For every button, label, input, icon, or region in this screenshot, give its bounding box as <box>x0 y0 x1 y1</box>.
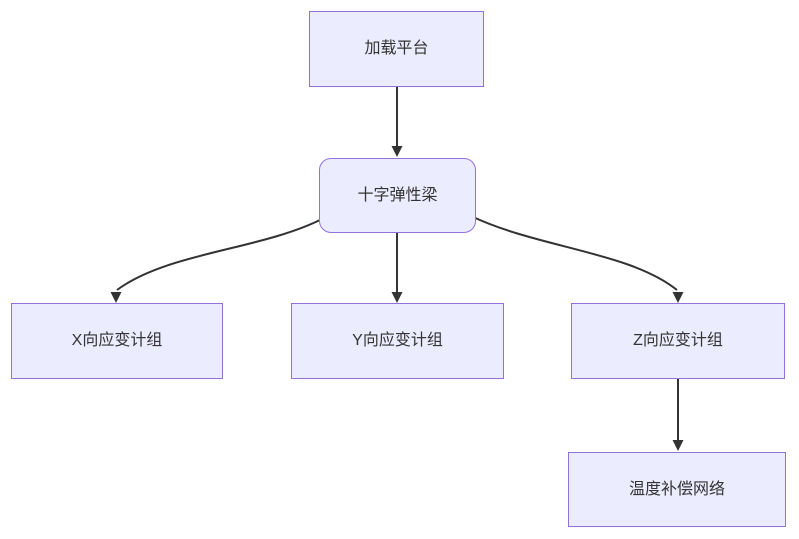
arrowhead-icon <box>391 292 403 303</box>
edge-beam-to-x-group <box>110 217 325 303</box>
edge-platform-to-beam <box>391 87 403 157</box>
arrowhead-icon <box>110 292 122 303</box>
node-x-strain-gauge-group: X向应变计组 <box>11 303 223 379</box>
arrowhead-icon <box>391 146 403 157</box>
arrowhead-icon <box>672 440 684 451</box>
edge-beam-to-y-group <box>391 233 403 303</box>
edge-beam-to-z-group <box>470 215 684 303</box>
node-temperature-compensation-network: 温度补偿网络 <box>568 452 786 527</box>
arrowhead-icon <box>672 292 684 303</box>
node-z-strain-gauge-group: Z向应变计组 <box>571 303 785 379</box>
node-cross-elastic-beam: 十字弹性梁 <box>319 158 476 233</box>
node-loading-platform: 加载平台 <box>309 11 484 87</box>
edge-z-group-to-temp-network <box>672 379 684 451</box>
node-y-strain-gauge-group: Y向应变计组 <box>291 303 504 379</box>
